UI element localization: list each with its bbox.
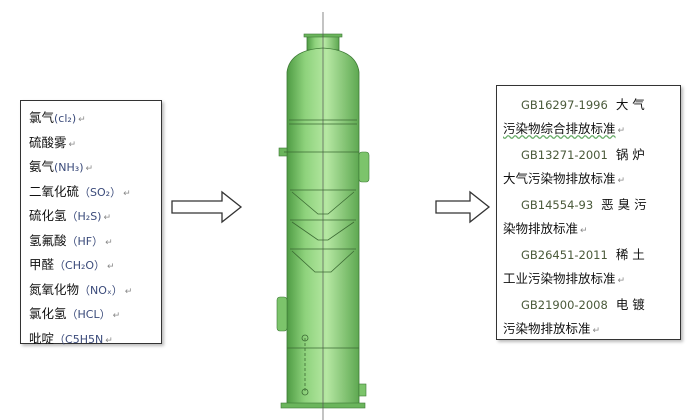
pollutant-item: 硫酸雾↵ — [29, 132, 161, 157]
return-mark-icon: ↵ — [112, 311, 121, 321]
pollutant-item: 氯化氢（HCL）↵ — [29, 303, 161, 328]
standard-item-cont: 染物排放标准↵ — [503, 217, 676, 243]
standard-name-part1: 锅 炉 — [615, 147, 645, 162]
pollutant-formula: （H₂S) — [66, 210, 102, 223]
standard-item-cont: 大气污染物排放标准↵ — [503, 167, 676, 193]
standard-item: GB14554-93 恶 臭 污 — [503, 193, 676, 217]
standard-name-part1: 恶 臭 污 — [601, 197, 647, 212]
pollutant-formula: (cl₂) — [54, 112, 77, 125]
return-mark-icon: ↵ — [68, 139, 77, 150]
return-mark-icon: ↵ — [617, 176, 626, 186]
standard-name-part1: 电 镀 — [615, 297, 645, 312]
standard-name-part2: 污染物综合排放标准 — [503, 121, 616, 136]
return-mark-icon: ↵ — [107, 262, 115, 272]
pollutant-item: 氮氧化物（NOₓ）↵ — [29, 279, 161, 304]
standard-code: GB21900-2008 — [521, 298, 608, 312]
standard-name-part1: 大 气 — [615, 97, 645, 112]
pollutant-formula: （NOₓ） — [79, 283, 123, 297]
standard-name-part2: 污染物排放标准 — [503, 321, 591, 336]
standard-code: GB16297-1996 — [521, 98, 608, 112]
standard-code: GB26451-2011 — [521, 248, 608, 262]
standard-item: GB21900-2008 电 镀 — [503, 293, 676, 317]
standard-item: GB13271-2001 锅 炉 — [503, 143, 676, 167]
standard-code: GB14554-93 — [521, 198, 594, 212]
pollutant-formula: (NH₃) — [54, 161, 84, 174]
pollutant-item: 氯气(cl₂)↵ — [29, 107, 161, 132]
pollutant-name: 硫酸雾 — [29, 134, 67, 150]
return-mark-icon: ↵ — [103, 213, 112, 223]
return-mark-icon: ↵ — [592, 326, 601, 336]
pollutant-item: 二氧化硫（SO₂）↵ — [29, 181, 161, 206]
standard-name-part2: 工业污染物排放标准 — [503, 271, 616, 286]
pollutant-name: 氢氟酸 — [29, 232, 67, 248]
pollutant-item: 氢氟酸（HF）↵ — [29, 230, 161, 255]
pollutant-formula: （HF） — [66, 234, 104, 248]
standard-item-cont: 工业污染物排放标准↵ — [503, 267, 676, 293]
output-arrow — [435, 190, 491, 224]
standard-name-part2: 染物排放标准 — [503, 221, 579, 236]
pollutant-formula: （SO₂） — [79, 185, 122, 199]
pollutant-name: 氨气 — [29, 159, 55, 174]
scrubber-tower — [276, 12, 370, 420]
pollutant-item: 氨气(NH₃)↵ — [29, 156, 161, 181]
return-mark-icon: ↵ — [580, 226, 588, 236]
return-mark-icon: ↵ — [617, 276, 626, 286]
pollutant-list-box: 氯气(cl₂)↵硫酸雾↵氨气(NH₃)↵二氧化硫（SO₂）↵硫化氢（H₂S)↵氢… — [20, 100, 162, 346]
return-mark-icon: ↵ — [105, 237, 113, 248]
pollutant-name: 二氧化硫 — [29, 183, 80, 199]
pollutant-item: 甲醛（CH₂O）↵ — [29, 254, 161, 279]
return-mark-icon: ↵ — [105, 335, 113, 346]
return-mark-icon: ↵ — [85, 164, 94, 174]
standard-item-cont: 污染物综合排放标准↵ — [503, 117, 676, 143]
return-mark-icon: ↵ — [78, 115, 86, 125]
pollutant-name: 氯气 — [29, 110, 55, 125]
standard-item-cont: 污染物排放标准↵ — [503, 317, 676, 343]
pollutant-name: 硫化氢 — [29, 208, 67, 223]
pollutant-formula: （HCL） — [66, 308, 111, 321]
pollutant-item: 硫化氢（H₂S)↵ — [29, 205, 161, 230]
pollutant-item: 吡啶（C5H5N↵ — [29, 328, 161, 353]
return-mark-icon: ↵ — [124, 286, 133, 297]
return-mark-icon: ↵ — [123, 188, 131, 199]
standard-name-part1: 稀 土 — [615, 247, 645, 262]
input-arrow — [171, 190, 243, 224]
pollutant-name: 甲醛 — [29, 257, 55, 272]
standard-item: GB16297-1996 大 气 — [503, 93, 676, 117]
pollutant-formula: （C5H5N — [54, 332, 104, 346]
return-mark-icon: ↵ — [617, 126, 626, 136]
standard-code: GB13271-2001 — [521, 148, 608, 162]
pollutant-formula: （CH₂O） — [54, 259, 106, 272]
pollutant-name: 氮氧化物 — [29, 281, 80, 297]
pollutant-name: 氯化氢 — [29, 306, 67, 321]
standard-item: GB26451-2011 稀 土 — [503, 243, 676, 267]
standard-name-part2: 大气污染物排放标准 — [503, 171, 616, 186]
pollutant-name: 吡啶 — [29, 330, 55, 346]
